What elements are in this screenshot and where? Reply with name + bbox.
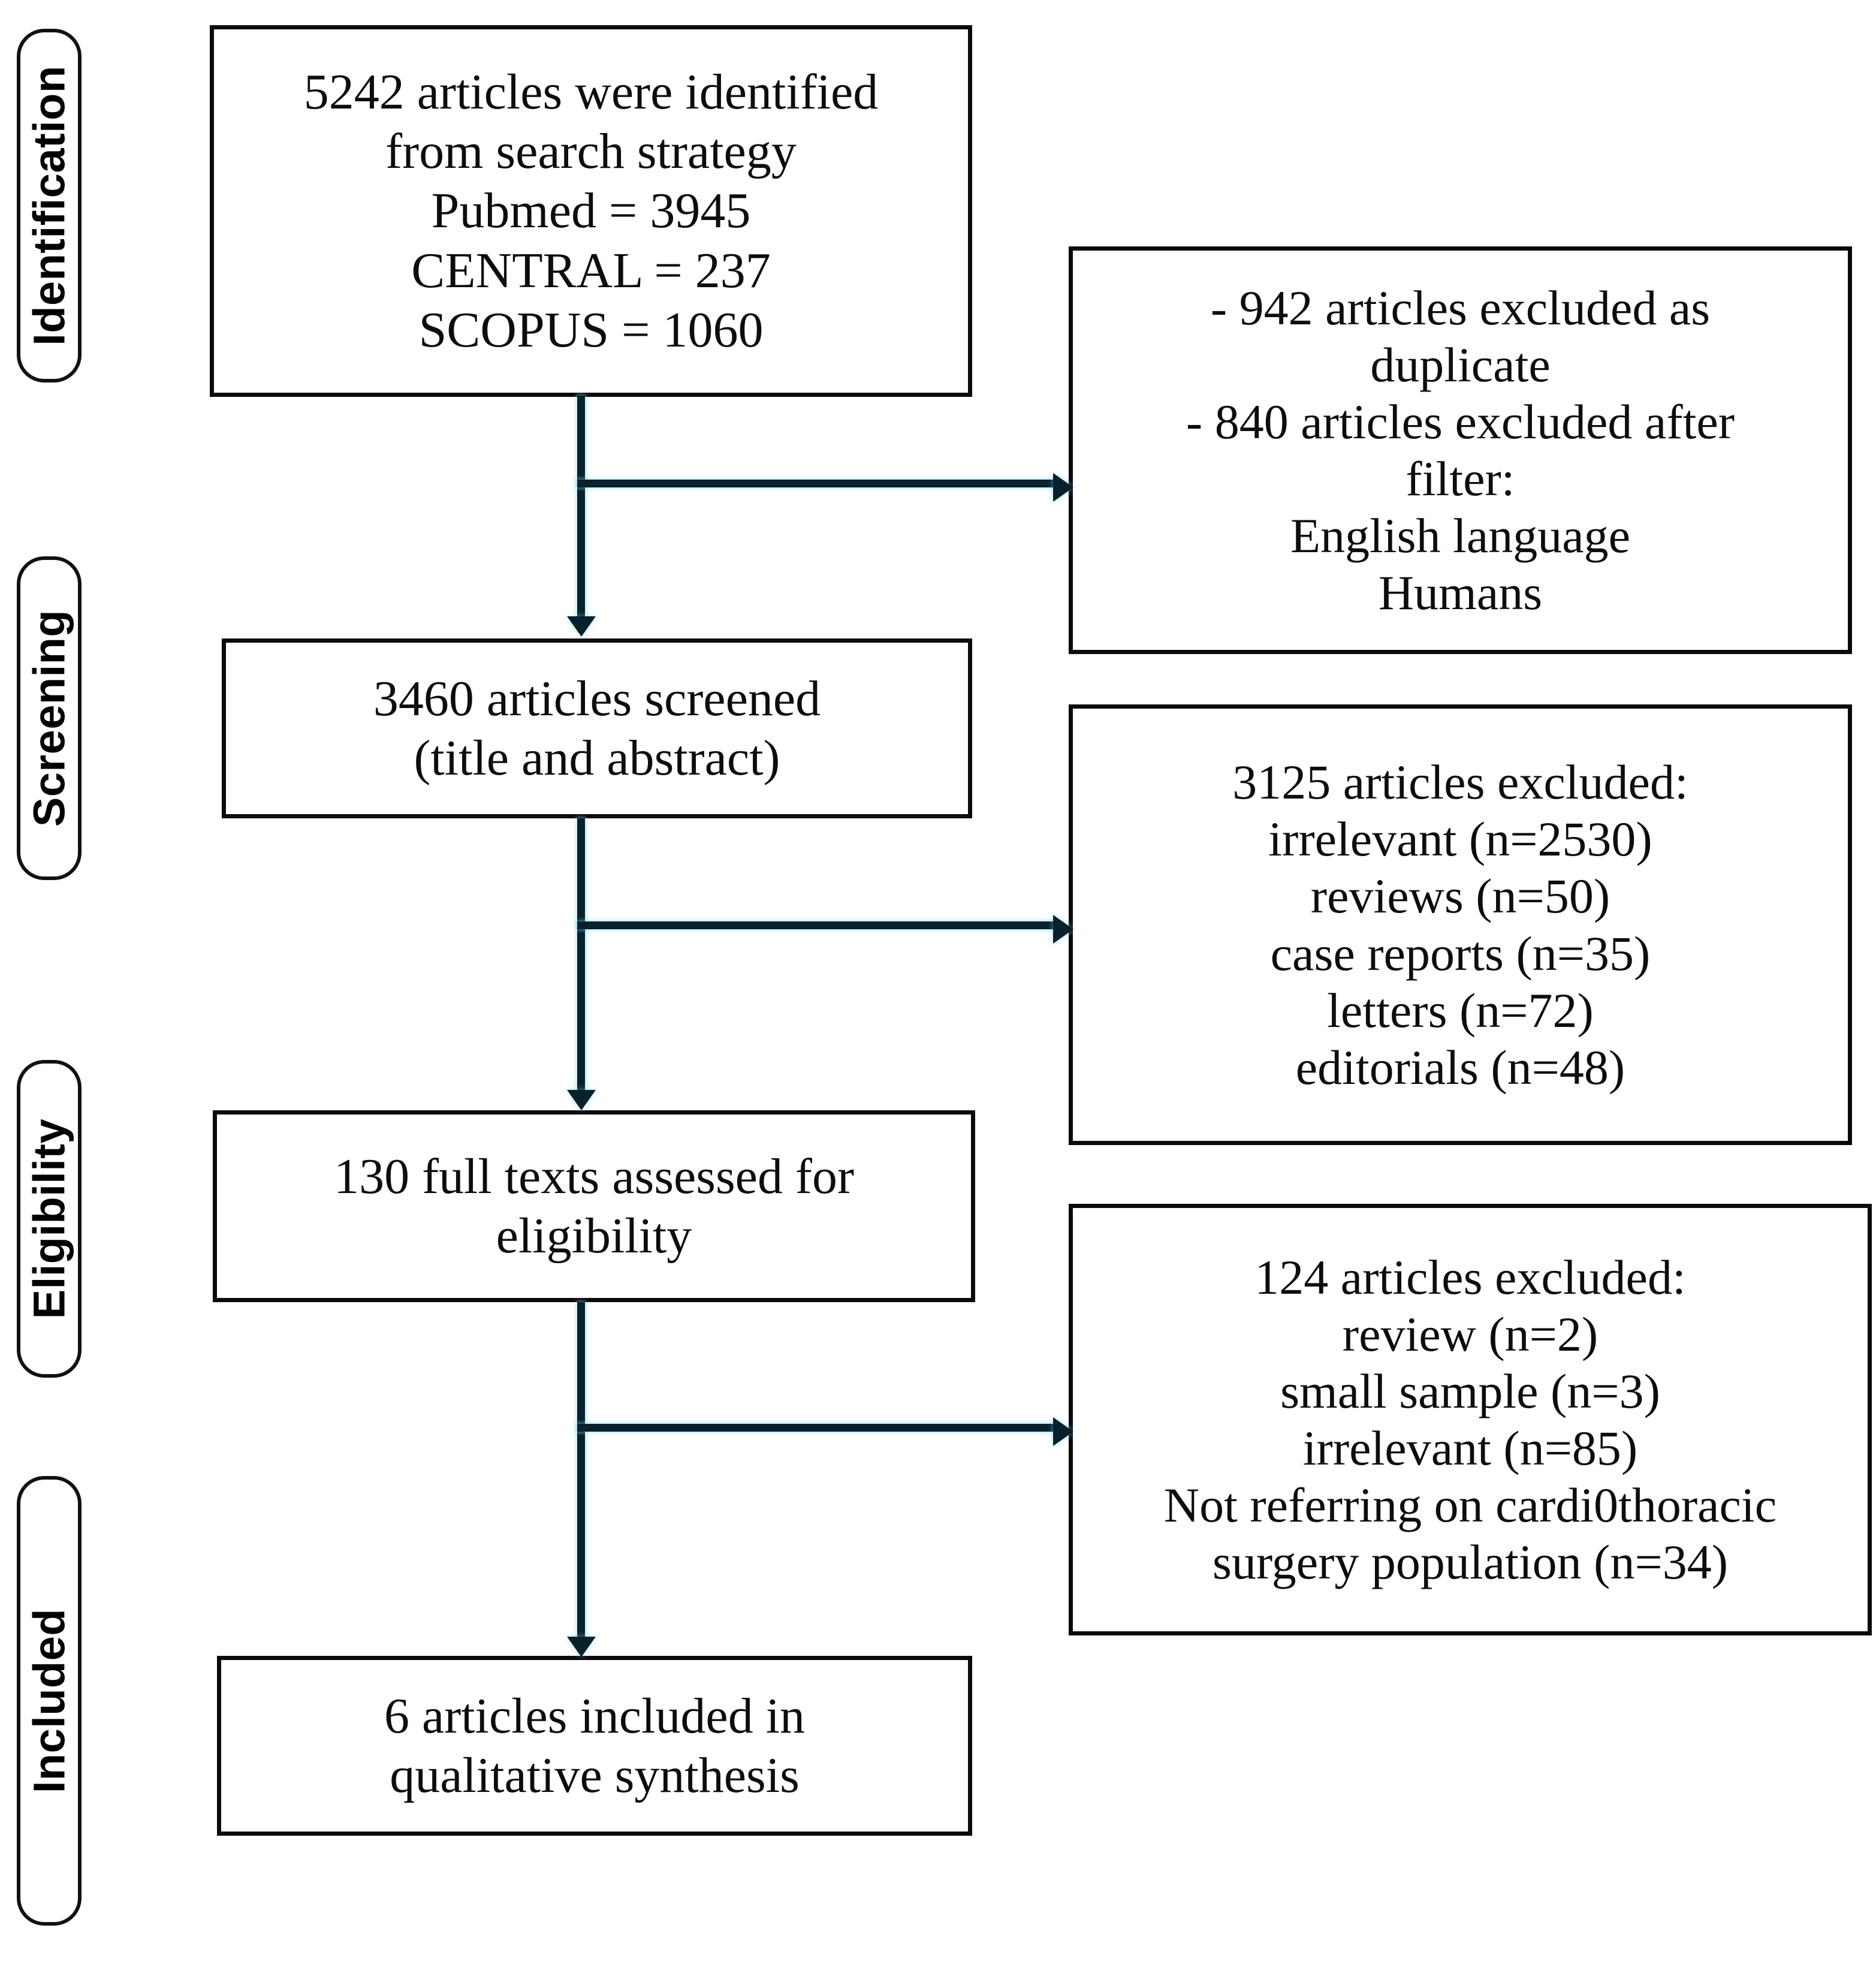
phase-pill-included: Included (17, 1476, 82, 1926)
arrow-screened-to-exclusion (1053, 915, 1073, 944)
arrow-fulltexts-to-exclusion (1053, 1417, 1073, 1446)
flow-box-included-text: 6 articles included in qualitative synth… (384, 1688, 806, 1803)
phase-label-screening: Screening (24, 609, 74, 827)
flow-box-full-texts: 130 full texts assessed for eligibility (213, 1110, 975, 1302)
phase-label-included: Included (24, 1608, 74, 1794)
connector-screened-to-exclusion-horizontal (577, 921, 1057, 929)
arrow-identified-to-screened (567, 616, 596, 637)
phase-label-eligibility: Eligibility (24, 1118, 74, 1320)
exclusion-box-screening-text: 3125 articles excluded: irrelevant (n=25… (1232, 755, 1688, 1095)
connector-fulltexts-to-included-vertical (577, 1302, 585, 1638)
connector-identified-to-screened-vertical (577, 396, 585, 617)
arrow-screened-to-fulltexts (567, 1090, 596, 1110)
exclusion-box-eligibility-text: 124 articles excluded: review (n=2) smal… (1163, 1249, 1777, 1590)
phase-label-identification: Identification (24, 65, 74, 346)
exclusion-box-duplicates-filter: - 942 articles excluded as duplicate - 8… (1069, 246, 1852, 654)
exclusion-box-duplicates-filter-text: - 942 articles excluded as duplicate - 8… (1186, 280, 1735, 620)
connector-identified-to-exclusion-horizontal (577, 480, 1057, 487)
connector-fulltexts-to-exclusion-horizontal (577, 1424, 1057, 1432)
arrow-fulltexts-to-included (567, 1637, 596, 1657)
flow-box-screened: 3460 articles screened (title and abstra… (222, 638, 972, 818)
flow-box-full-texts-text: 130 full texts assessed for eligibility (334, 1148, 854, 1264)
flow-box-identified-text: 5242 articles were identified from searc… (303, 64, 879, 358)
phase-pill-eligibility: Eligibility (17, 1060, 82, 1378)
flow-box-included: 6 articles included in qualitative synth… (217, 1656, 972, 1836)
phase-pill-screening: Screening (17, 556, 82, 880)
flow-box-identified: 5242 articles were identified from searc… (210, 25, 972, 397)
connector-screened-to-fulltexts-vertical (577, 818, 585, 1091)
exclusion-box-eligibility: 124 articles excluded: review (n=2) smal… (1069, 1204, 1872, 1635)
exclusion-box-screening: 3125 articles excluded: irrelevant (n=25… (1069, 704, 1852, 1145)
flow-box-screened-text: 3460 articles screened (title and abstra… (373, 670, 821, 786)
arrow-identified-to-exclusion (1053, 473, 1073, 502)
phase-pill-identification: Identification (17, 29, 82, 382)
